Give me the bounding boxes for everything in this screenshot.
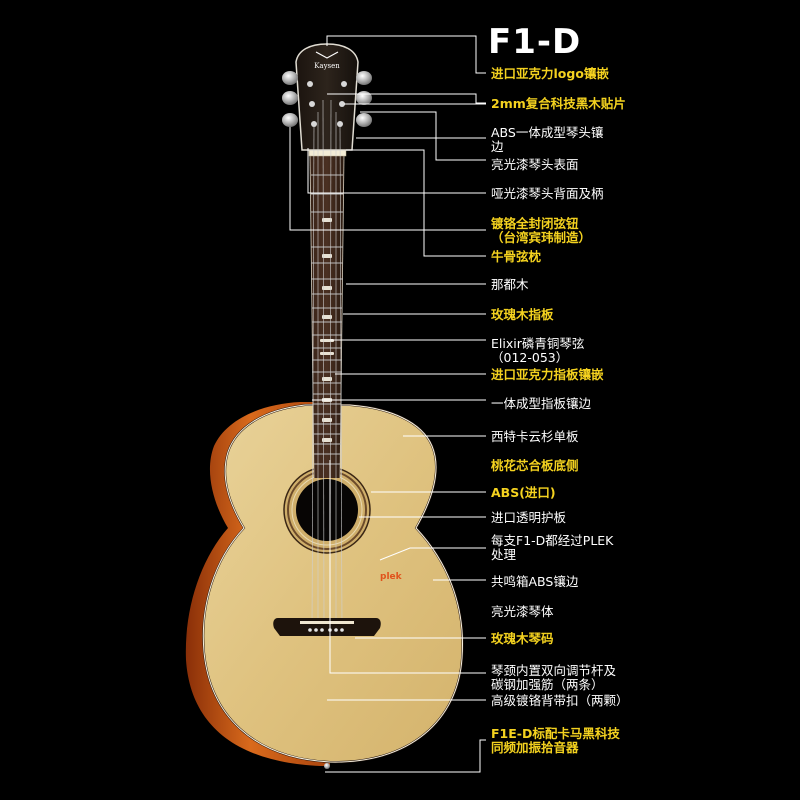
label-fretboard-inlay: 进口亚克力指板镶嵌 bbox=[491, 367, 604, 382]
label-strings: Elixir磷青铜琴弦 （012-053） bbox=[491, 336, 585, 365]
label-back-sides: 桃花芯合板底侧 bbox=[491, 458, 579, 473]
guitar-strings bbox=[311, 99, 343, 629]
label-nut: 牛骨弦枕 bbox=[491, 249, 542, 264]
guitar-bridge bbox=[273, 618, 381, 636]
strap-button bbox=[324, 763, 330, 769]
guitar-headstock: Kaysen bbox=[282, 43, 372, 151]
label-pickup: F1E-D标配卡马黑科技 同频加振拾音器 bbox=[491, 726, 620, 755]
plek-logo: plek bbox=[380, 572, 403, 582]
label-tuners: 镀铬全封闭弦钮 （台湾宾玮制造） bbox=[491, 216, 592, 245]
label-veneer: 2mm复合科技黑木贴片 bbox=[491, 96, 626, 111]
plek-sticker: plek bbox=[380, 572, 403, 582]
label-headstock-binding: ABS一体成型琴头镶 边 bbox=[491, 125, 604, 154]
label-logo-inlay: 进口亚克力logo镶嵌 bbox=[491, 66, 609, 81]
product-title: F1-D bbox=[488, 22, 582, 62]
label-headstock-back: 哑光漆琴头背面及柄 bbox=[491, 186, 604, 201]
label-fretboard: 玫瑰木指板 bbox=[491, 307, 554, 322]
label-bridge: 玫瑰木琴码 bbox=[491, 631, 554, 646]
headstock-logo: Kaysen bbox=[314, 62, 340, 70]
label-truss-rod: 琴颈内置双向调节杆及 碳钢加强筋（两条） bbox=[491, 663, 617, 692]
leader-lines bbox=[289, 35, 486, 773]
guitar-neck bbox=[308, 149, 347, 479]
label-pickguard: 进口透明护板 bbox=[491, 510, 567, 525]
label-headstock-gloss: 亮光漆琴头表面 bbox=[491, 157, 579, 172]
label-abs: ABS(进口) bbox=[491, 485, 556, 500]
label-top-wood: 西特卡云杉单板 bbox=[491, 429, 579, 444]
label-body-binding: 共鸣箱ABS镶边 bbox=[491, 574, 579, 589]
label-strap-buttons: 高级镀铬背带扣（两颗） bbox=[491, 693, 629, 708]
label-plek: 每支F1-D都经过PLEK 处理 bbox=[491, 533, 614, 562]
label-body-finish: 亮光漆琴体 bbox=[491, 604, 554, 619]
label-neck-wood: 那都木 bbox=[491, 277, 529, 292]
soundhole bbox=[283, 466, 371, 554]
label-fretboard-binding: 一体成型指板镶边 bbox=[491, 396, 592, 411]
